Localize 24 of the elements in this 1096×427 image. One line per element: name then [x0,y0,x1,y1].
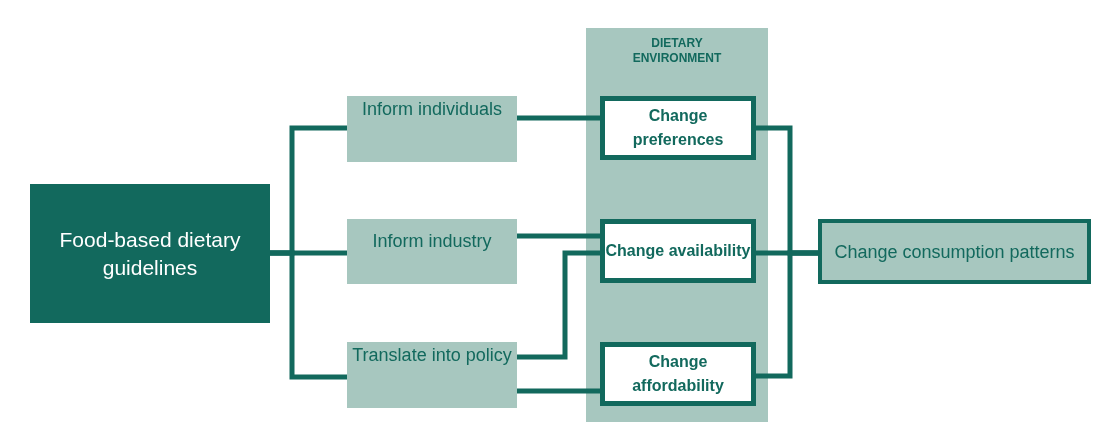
box-label: Change consumption patterns [834,240,1075,264]
connector-line [517,250,600,360]
box-label: Change affordability [631,352,725,396]
connector-line [756,250,818,379]
box-label: Change preferences [631,106,725,150]
box-label: Translate into policy [352,344,512,367]
outcome-box [818,219,1091,284]
process-box [30,184,270,323]
band-heading: DIETARY ENVIRONMENT [631,36,723,66]
box-label: Food-based dietary guidelines [58,226,242,281]
process-box [347,342,517,408]
box-label: Inform individuals [361,98,503,121]
connector-line [517,388,600,394]
process-box [600,342,756,406]
box-label: Change availability [605,241,751,261]
box-label: Inform industry [372,230,492,253]
process-box [600,219,756,283]
process-box [347,219,517,284]
environment-band [586,28,768,422]
connector-line [517,233,600,239]
process-box [347,96,517,162]
connector-line [517,115,600,121]
connector-line [270,250,347,380]
process-box [600,96,756,160]
